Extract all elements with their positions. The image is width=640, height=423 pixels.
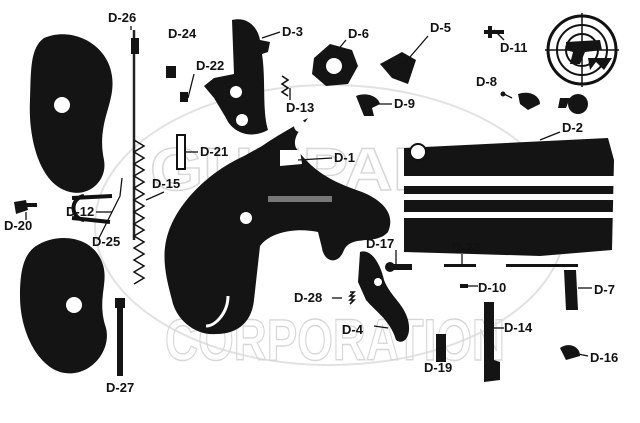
grip-top [29, 34, 113, 193]
label-d2: D-2 [562, 120, 583, 135]
label-d5: D-5 [430, 20, 451, 35]
label-d8: D-8 [476, 74, 497, 89]
trigger [358, 251, 410, 342]
main-spring [132, 139, 146, 285]
part-labels: D-26 D-24 D-3 D-6 D-5 D-11 D-22 D-8 D-13… [4, 10, 618, 395]
crosshair-pistol-logo-icon [545, 13, 619, 87]
grip-bottom [20, 238, 107, 374]
label-d22: D-22 [196, 58, 224, 73]
label-d6: D-6 [348, 26, 369, 41]
label-d27: D-27 [106, 380, 134, 395]
frame [164, 118, 391, 335]
label-d4: D-4 [342, 322, 364, 337]
hammer [204, 19, 270, 135]
label-d9: D-9 [394, 96, 415, 111]
label-d12: D-12 [66, 204, 94, 219]
label-d15: D-15 [152, 176, 180, 191]
label-d17: D-17 [366, 236, 394, 251]
label-d3: D-3 [282, 24, 303, 39]
label-d10: D-10 [478, 280, 506, 295]
label-d26: D-26 [108, 10, 136, 25]
label-d25: D-25 [92, 234, 120, 249]
label-d20: D-20 [4, 218, 32, 233]
label-d11: D-11 [500, 40, 527, 55]
label-d13: D-13 [286, 100, 314, 115]
label-d24: D-24 [168, 26, 197, 41]
label-d14: D-14 [504, 320, 533, 335]
label-d7: D-7 [594, 282, 615, 297]
leader-lines [25, 26, 592, 357]
label-d16: D-16 [590, 350, 618, 365]
label-d19: D-19 [424, 360, 452, 375]
barrel [400, 138, 618, 256]
label-d21: D-21 [200, 144, 228, 159]
label-d23: D-23 [452, 240, 480, 255]
label-d28: D-28 [294, 290, 322, 305]
label-d1: D-1 [334, 150, 355, 165]
